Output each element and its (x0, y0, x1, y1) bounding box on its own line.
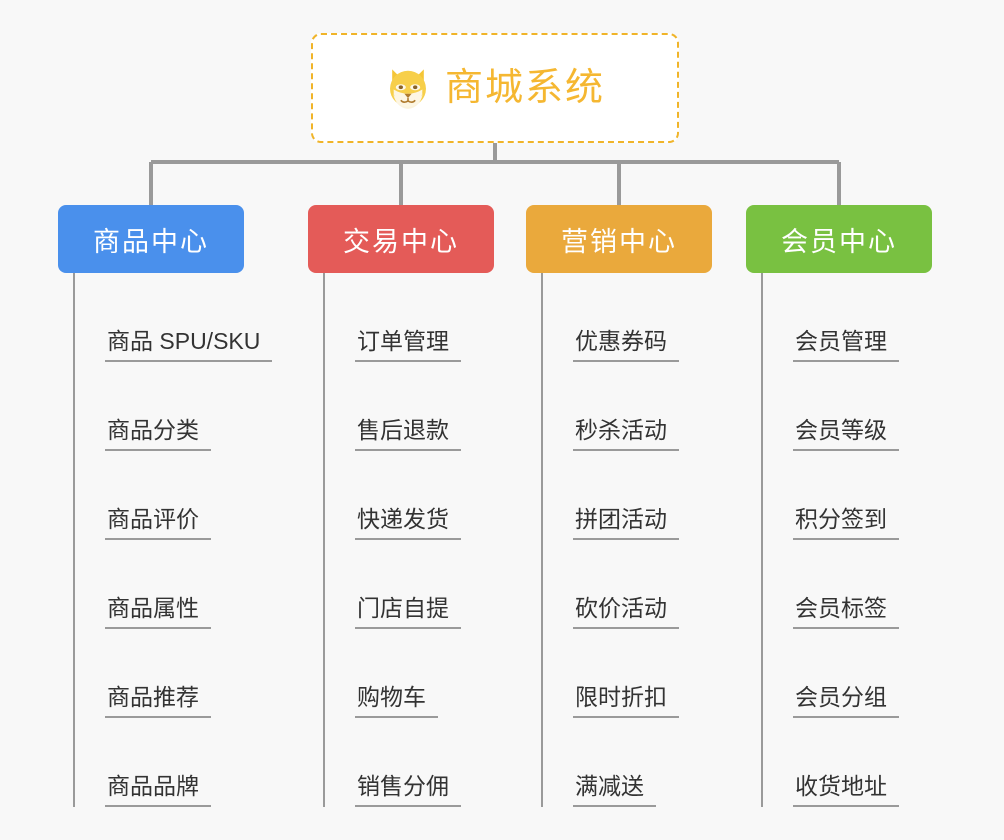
leaf-item[interactable]: 秒杀活动 (543, 362, 746, 451)
category-column-0: 商品中心 商品 SPU/SKU 商品分类 商品评价 商品属性 商品推荐 商品品牌 (58, 205, 278, 807)
leaf-item[interactable]: 满减送 (543, 718, 746, 807)
category-label-0: 商品中心 (93, 226, 209, 257)
leaf-label: 砍价活动 (573, 595, 679, 629)
leaf-item[interactable]: 会员管理 (763, 273, 966, 362)
leaf-item[interactable]: 购物车 (325, 629, 528, 718)
leaf-item[interactable]: 商品属性 (75, 540, 278, 629)
leaf-label: 会员等级 (793, 417, 899, 451)
leaf-item[interactable]: 优惠券码 (543, 273, 746, 362)
leaf-label: 收货地址 (793, 773, 899, 807)
category-column-2: 营销中心 优惠券码 秒杀活动 拼团活动 砍价活动 限时折扣 满减送 (526, 205, 746, 807)
leaf-label: 订单管理 (355, 328, 461, 362)
leaf-item[interactable]: 售后退款 (325, 362, 528, 451)
category-label-3: 会员中心 (781, 226, 897, 257)
leaf-label: 积分签到 (793, 506, 899, 540)
leaf-label: 拼团活动 (573, 506, 679, 540)
category-column-1: 交易中心 订单管理 售后退款 快递发货 门店自提 购物车 销售分佣 (308, 205, 528, 807)
leaf-item[interactable]: 限时折扣 (543, 629, 746, 718)
leaf-item[interactable]: 销售分佣 (325, 718, 528, 807)
leaf-list-1: 订单管理 售后退款 快递发货 门店自提 购物车 销售分佣 (323, 273, 528, 807)
leaf-item[interactable]: 积分签到 (763, 451, 966, 540)
leaf-label: 秒杀活动 (573, 417, 679, 451)
leaf-item[interactable]: 商品推荐 (75, 629, 278, 718)
leaf-label: 满减送 (573, 773, 656, 807)
leaf-label: 售后退款 (355, 417, 461, 451)
leaf-label: 商品分类 (105, 417, 211, 451)
root-node[interactable]: 商城系统 (311, 33, 679, 143)
leaf-item[interactable]: 砍价活动 (543, 540, 746, 629)
category-label-2: 营销中心 (561, 226, 677, 257)
leaf-label: 会员标签 (793, 595, 899, 629)
leaf-list-0: 商品 SPU/SKU 商品分类 商品评价 商品属性 商品推荐 商品品牌 (73, 273, 278, 807)
leaf-item[interactable]: 会员标签 (763, 540, 966, 629)
category-header-1[interactable]: 交易中心 (308, 205, 494, 273)
leaf-label: 商品推荐 (105, 684, 211, 718)
category-header-2[interactable]: 营销中心 (526, 205, 712, 273)
leaf-item[interactable]: 收货地址 (763, 718, 966, 807)
leaf-item[interactable]: 订单管理 (325, 273, 528, 362)
leaf-item[interactable]: 拼团活动 (543, 451, 746, 540)
dog-face-icon (390, 69, 426, 109)
leaf-label: 商品评价 (105, 506, 211, 540)
leaf-label: 优惠券码 (573, 328, 679, 362)
category-column-3: 会员中心 会员管理 会员等级 积分签到 会员标签 会员分组 收货地址 (746, 205, 966, 807)
leaf-label: 会员分组 (793, 684, 899, 718)
category-header-3[interactable]: 会员中心 (746, 205, 932, 273)
leaf-item[interactable]: 商品 SPU/SKU (75, 273, 278, 362)
leaf-label: 会员管理 (793, 328, 899, 362)
leaf-item[interactable]: 会员分组 (763, 629, 966, 718)
root-title: 商城系统 (444, 67, 605, 109)
leaf-label: 商品属性 (105, 595, 211, 629)
leaf-label: 门店自提 (355, 595, 461, 629)
leaf-list-2: 优惠券码 秒杀活动 拼团活动 砍价活动 限时折扣 满减送 (541, 273, 746, 807)
leaf-item[interactable]: 商品评价 (75, 451, 278, 540)
leaf-label: 商品品牌 (105, 773, 211, 807)
leaf-item[interactable]: 快递发货 (325, 451, 528, 540)
leaf-item[interactable]: 门店自提 (325, 540, 528, 629)
leaf-label: 购物车 (355, 684, 438, 718)
leaf-label: 商品 SPU/SKU (105, 328, 273, 362)
leaf-item[interactable]: 商品分类 (75, 362, 278, 451)
category-label-1: 交易中心 (343, 226, 459, 257)
leaf-item[interactable]: 商品品牌 (75, 718, 278, 807)
leaf-label: 限时折扣 (573, 684, 679, 718)
leaf-list-3: 会员管理 会员等级 积分签到 会员标签 会员分组 收货地址 (761, 273, 966, 807)
leaf-label: 销售分佣 (355, 773, 461, 807)
category-header-0[interactable]: 商品中心 (58, 205, 244, 273)
leaf-label: 快递发货 (355, 506, 461, 540)
leaf-item[interactable]: 会员等级 (763, 362, 966, 451)
